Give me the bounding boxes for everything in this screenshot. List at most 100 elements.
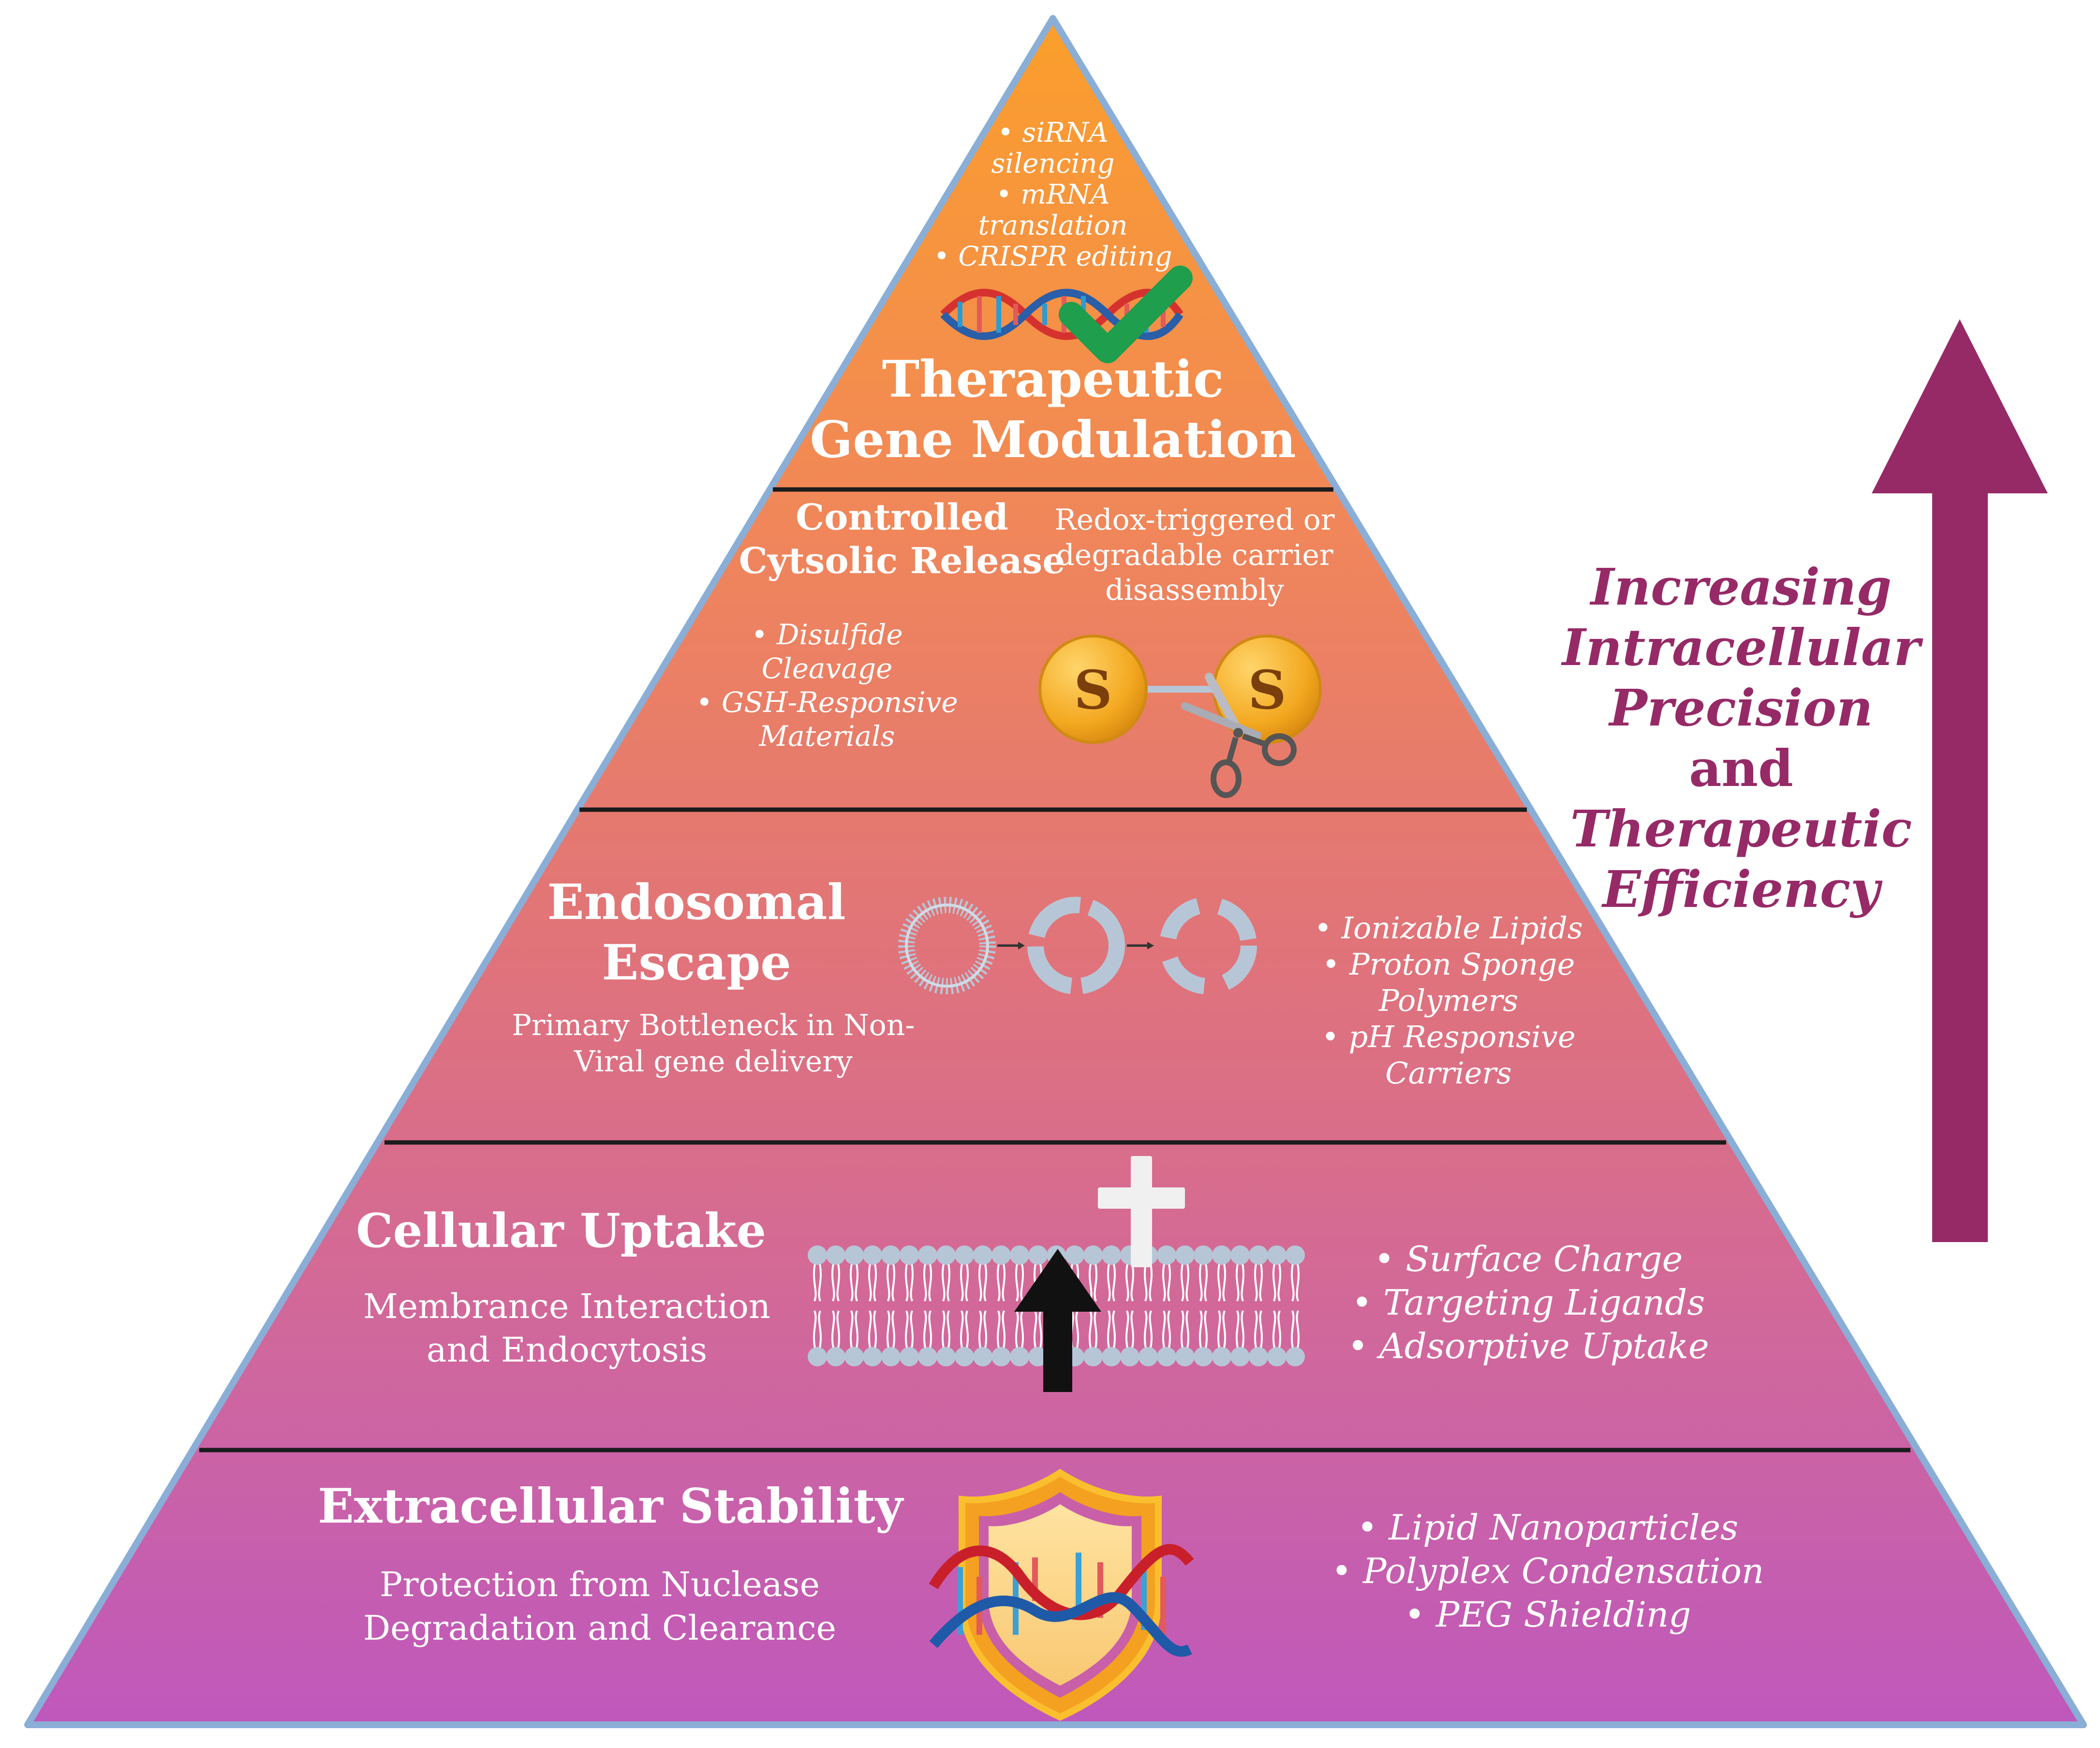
lipid-head [973, 1245, 992, 1265]
lipid-head [1286, 1245, 1305, 1265]
release-bullet-2: • GSH-Responsive [696, 686, 958, 719]
stability-bullet-2: • Polyplex Condensation [1331, 1551, 1764, 1591]
endosomal-desc-1: Primary Bottleneck in Non- [512, 1008, 915, 1042]
release-desc-3: disassembly [1105, 573, 1284, 607]
precision-arrow [1872, 319, 2048, 1242]
therapeutic-bullet-3: • CRISPR editing [933, 241, 1172, 272]
lipid-head [1028, 1347, 1048, 1366]
level-uptake: Cellular Uptake Membrance Interaction an… [356, 1156, 1709, 1392]
uptake-bullet-1: • Surface Charge [1374, 1239, 1683, 1279]
lipid-head [936, 1245, 956, 1265]
lipid-head [808, 1245, 827, 1265]
release-title-2: Cytsolic Release [739, 540, 1065, 582]
stability-desc-1: Protection from Nuclease [380, 1565, 820, 1604]
check-mark [1059, 266, 1193, 363]
arrow-label-line2: Intracellular [1561, 618, 1923, 677]
lipid-head [1194, 1245, 1213, 1265]
endosomal-bullet-3: • pH Responsive [1321, 1019, 1575, 1054]
lipid-head [1267, 1347, 1287, 1366]
lipid-head [1028, 1245, 1048, 1265]
endosome-breaking [1027, 897, 1125, 994]
stability-title: Extracellular Stability [318, 1479, 904, 1534]
lipid-head [844, 1245, 864, 1265]
therapeutic-bullet-1b: silencing [991, 148, 1115, 179]
lipid-head [1102, 1347, 1121, 1366]
endosomal-title-1: Endosomal [547, 874, 845, 931]
release-desc-2: degradable carrier [1056, 538, 1333, 572]
stability-bullet-1: • Lipid Nanoparticles [1357, 1507, 1738, 1548]
stability-bullet-3: • PEG Shielding [1405, 1594, 1691, 1635]
level-dividers [199, 487, 1910, 1452]
endosomal-bullet-2b: Polymers [1378, 983, 1518, 1018]
lipid-head [900, 1245, 919, 1265]
lipid-head [826, 1347, 845, 1366]
scissors-icon [1181, 673, 1297, 798]
endosome-ruptured [1159, 897, 1257, 994]
plus-charge-icon [1098, 1156, 1185, 1267]
uptake-desc-1: Membrance Interaction [363, 1287, 770, 1326]
lipid-head [955, 1245, 974, 1265]
lipid-head [1083, 1245, 1103, 1265]
release-bullets: • Disulfide Cleavage • GSH-Responsive Ma… [696, 618, 958, 753]
stability-bullets: • Lipid Nanoparticles • Polyplex Condens… [1331, 1507, 1764, 1635]
lipid-head [863, 1347, 882, 1366]
lipid-head [1267, 1245, 1287, 1265]
release-desc-1: Redox-triggered or [1054, 503, 1334, 537]
pyramid-body [24, 15, 2087, 1728]
uptake-title: Cellular Uptake [356, 1203, 766, 1258]
arrow-label-line3: Precision [1608, 678, 1873, 738]
dna-check-icon [940, 266, 1193, 363]
lipid-head [918, 1245, 937, 1265]
sulfur-label-left: S [1074, 659, 1112, 721]
lipid-head [1157, 1245, 1176, 1265]
therapeutic-bullet-1: • siRNA [997, 117, 1108, 148]
release-bullet-1b: Cleavage [762, 652, 893, 685]
lipid-head [1175, 1347, 1195, 1366]
lipid-head [1175, 1245, 1195, 1265]
lipid-head [991, 1245, 1011, 1265]
lipid-head [1230, 1245, 1250, 1265]
arrow-label-line6: Efficiency [1601, 859, 1883, 919]
lipid-head [1230, 1347, 1250, 1366]
lipid-head [1212, 1245, 1231, 1265]
stability-desc-2: Degradation and Clearance [363, 1608, 836, 1648]
lipid-head [1194, 1347, 1213, 1366]
lipid-head [1139, 1347, 1158, 1366]
lipid-head [1120, 1347, 1139, 1366]
lipid-head [881, 1347, 901, 1366]
release-bullet-2b: Materials [759, 720, 895, 753]
endosomal-bullets: • Ionizable Lipids • Proton Sponge Polym… [1314, 910, 1582, 1091]
lipid-head [1157, 1347, 1176, 1366]
arrow-label-line5: Therapeutic [1570, 799, 1912, 859]
arrow-label-line1: Increasing [1589, 557, 1892, 617]
lipid-head [1212, 1347, 1231, 1366]
level-therapeutic: • siRNA silencing • mRNA translation • C… [810, 117, 1296, 469]
endosomal-title-2: Escape [602, 934, 791, 991]
endosomal-bullet-1: • Ionizable Lipids [1314, 910, 1582, 946]
release-title-1: Controlled [796, 497, 1008, 538]
disulfide-scissors-icon: S S [1038, 635, 1322, 798]
uptake-desc-2: and Endocytosis [427, 1330, 707, 1370]
lipid-head [1065, 1245, 1084, 1265]
lipid-head [808, 1347, 827, 1366]
lipid-head [826, 1245, 845, 1265]
lipid-head [991, 1347, 1011, 1366]
lipid-head [844, 1347, 864, 1366]
sulfur-label-right: S [1248, 659, 1286, 721]
lipid-head [1083, 1347, 1103, 1366]
level-release: Controlled Cytsolic Release Redox-trigge… [696, 497, 1335, 798]
level-stability: Extracellular Stability Protection from … [318, 1468, 1764, 1721]
lipid-head [1249, 1245, 1268, 1265]
lipid-head [973, 1347, 992, 1366]
therapeutic-bullets: • siRNA silencing • mRNA translation • C… [933, 117, 1172, 272]
lipid-head [1102, 1245, 1121, 1265]
endosome-rupture-icon [898, 897, 1257, 994]
uptake-bullet-3: • Adsorptive Uptake [1347, 1326, 1709, 1366]
lipid-head [863, 1245, 882, 1265]
arrow-label-line4: and [1689, 739, 1793, 798]
lipid-bilayer-icon [808, 1156, 1305, 1392]
arrow-label: Increasing Intracellular Precision and T… [1561, 557, 1923, 919]
uptake-arrow-icon [1014, 1249, 1101, 1392]
